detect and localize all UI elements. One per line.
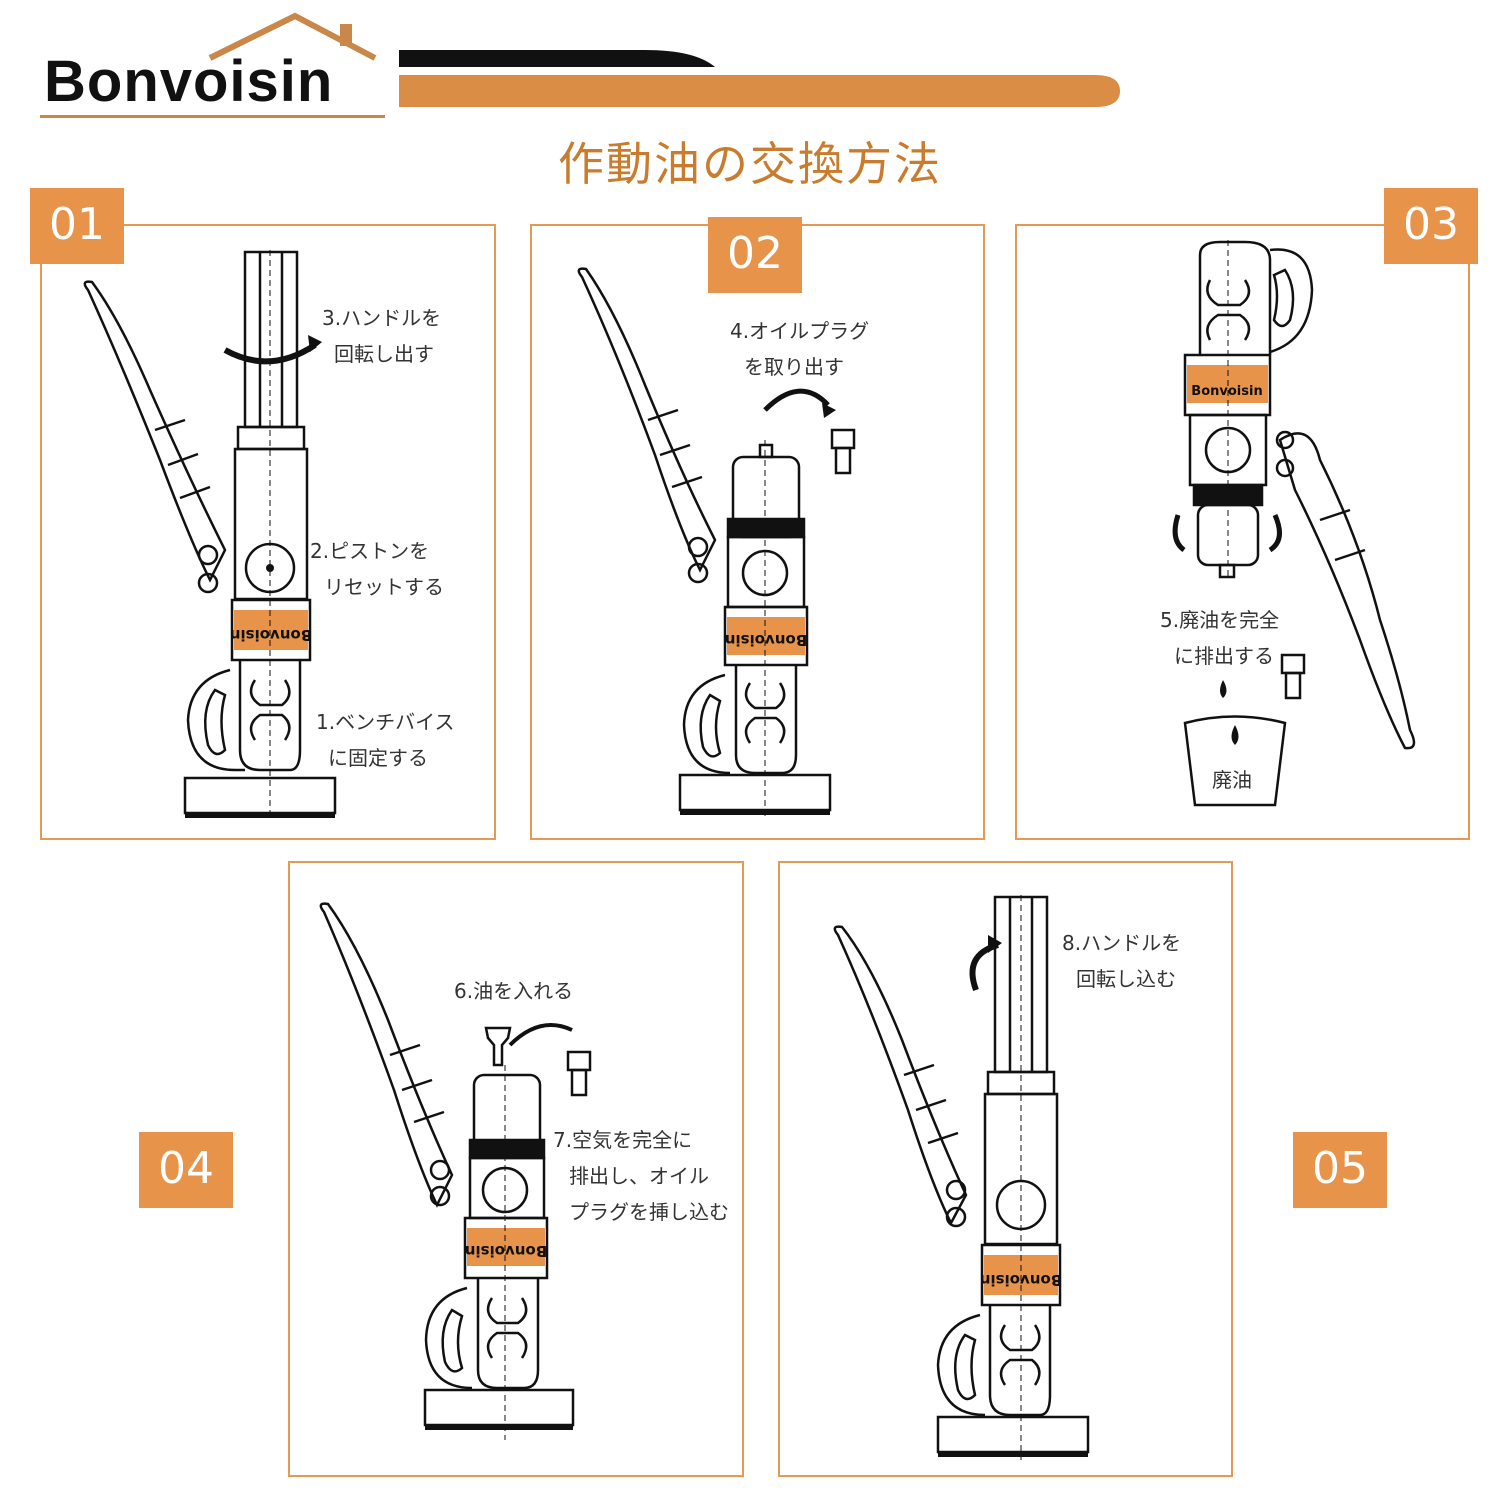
device-brand-label: Bonvoisin	[465, 1242, 547, 1260]
step-label: 4.オイルプラグを取り出す	[730, 319, 870, 379]
device-brand-label: Bonvoisin	[230, 626, 312, 644]
device-brand-label: Bonvoisin	[725, 631, 807, 649]
step-label: 6.油を入れる	[454, 979, 574, 1003]
step-label: 2.ピストンをリセットする	[310, 539, 444, 599]
step-panel-05	[778, 861, 1233, 1477]
page-title: 作動油の交換方法	[558, 137, 942, 191]
step-number-badge: 01	[30, 188, 124, 264]
step-label: 8.ハンドルを回転し込む	[1062, 931, 1182, 991]
waste-oil-label: 廃油	[1212, 768, 1252, 792]
step-number-badge: 04	[139, 1132, 233, 1208]
step-label: 1.ベンチバイスに固定する	[316, 710, 455, 770]
crimper-illustration: Bonvoisin	[319, 902, 592, 1440]
crimper-illustration: Bonvoisin	[833, 895, 1090, 1460]
step-label: 3.ハンドルを回転し出す	[322, 306, 442, 366]
brand-logo: Bonvoisin	[40, 10, 385, 120]
crimper-illustration-inverted: Bonvoisin	[1172, 240, 1416, 807]
house-roof-icon	[208, 12, 377, 61]
step-number-badge: 02	[708, 217, 802, 293]
step-label: 5.廃油を完全に排出する	[1160, 608, 1280, 668]
device-brand-label: Bonvoisin	[1191, 384, 1262, 399]
step-label: 7.空気を完全に排出し、オイルプラグを挿し込む	[553, 1128, 729, 1224]
header-bars	[399, 50, 1120, 107]
step-number-badge: 03	[1384, 188, 1478, 264]
step-panel-03	[1015, 224, 1470, 840]
crimper-illustration: Bonvoisin	[577, 267, 856, 820]
crimper-illustration: Bonvoisin	[83, 250, 337, 820]
logo-underline	[40, 115, 385, 118]
step-panel-01	[40, 224, 496, 840]
step-number-badge: 05	[1293, 1132, 1387, 1208]
brand-name: Bonvoisin	[44, 49, 334, 114]
